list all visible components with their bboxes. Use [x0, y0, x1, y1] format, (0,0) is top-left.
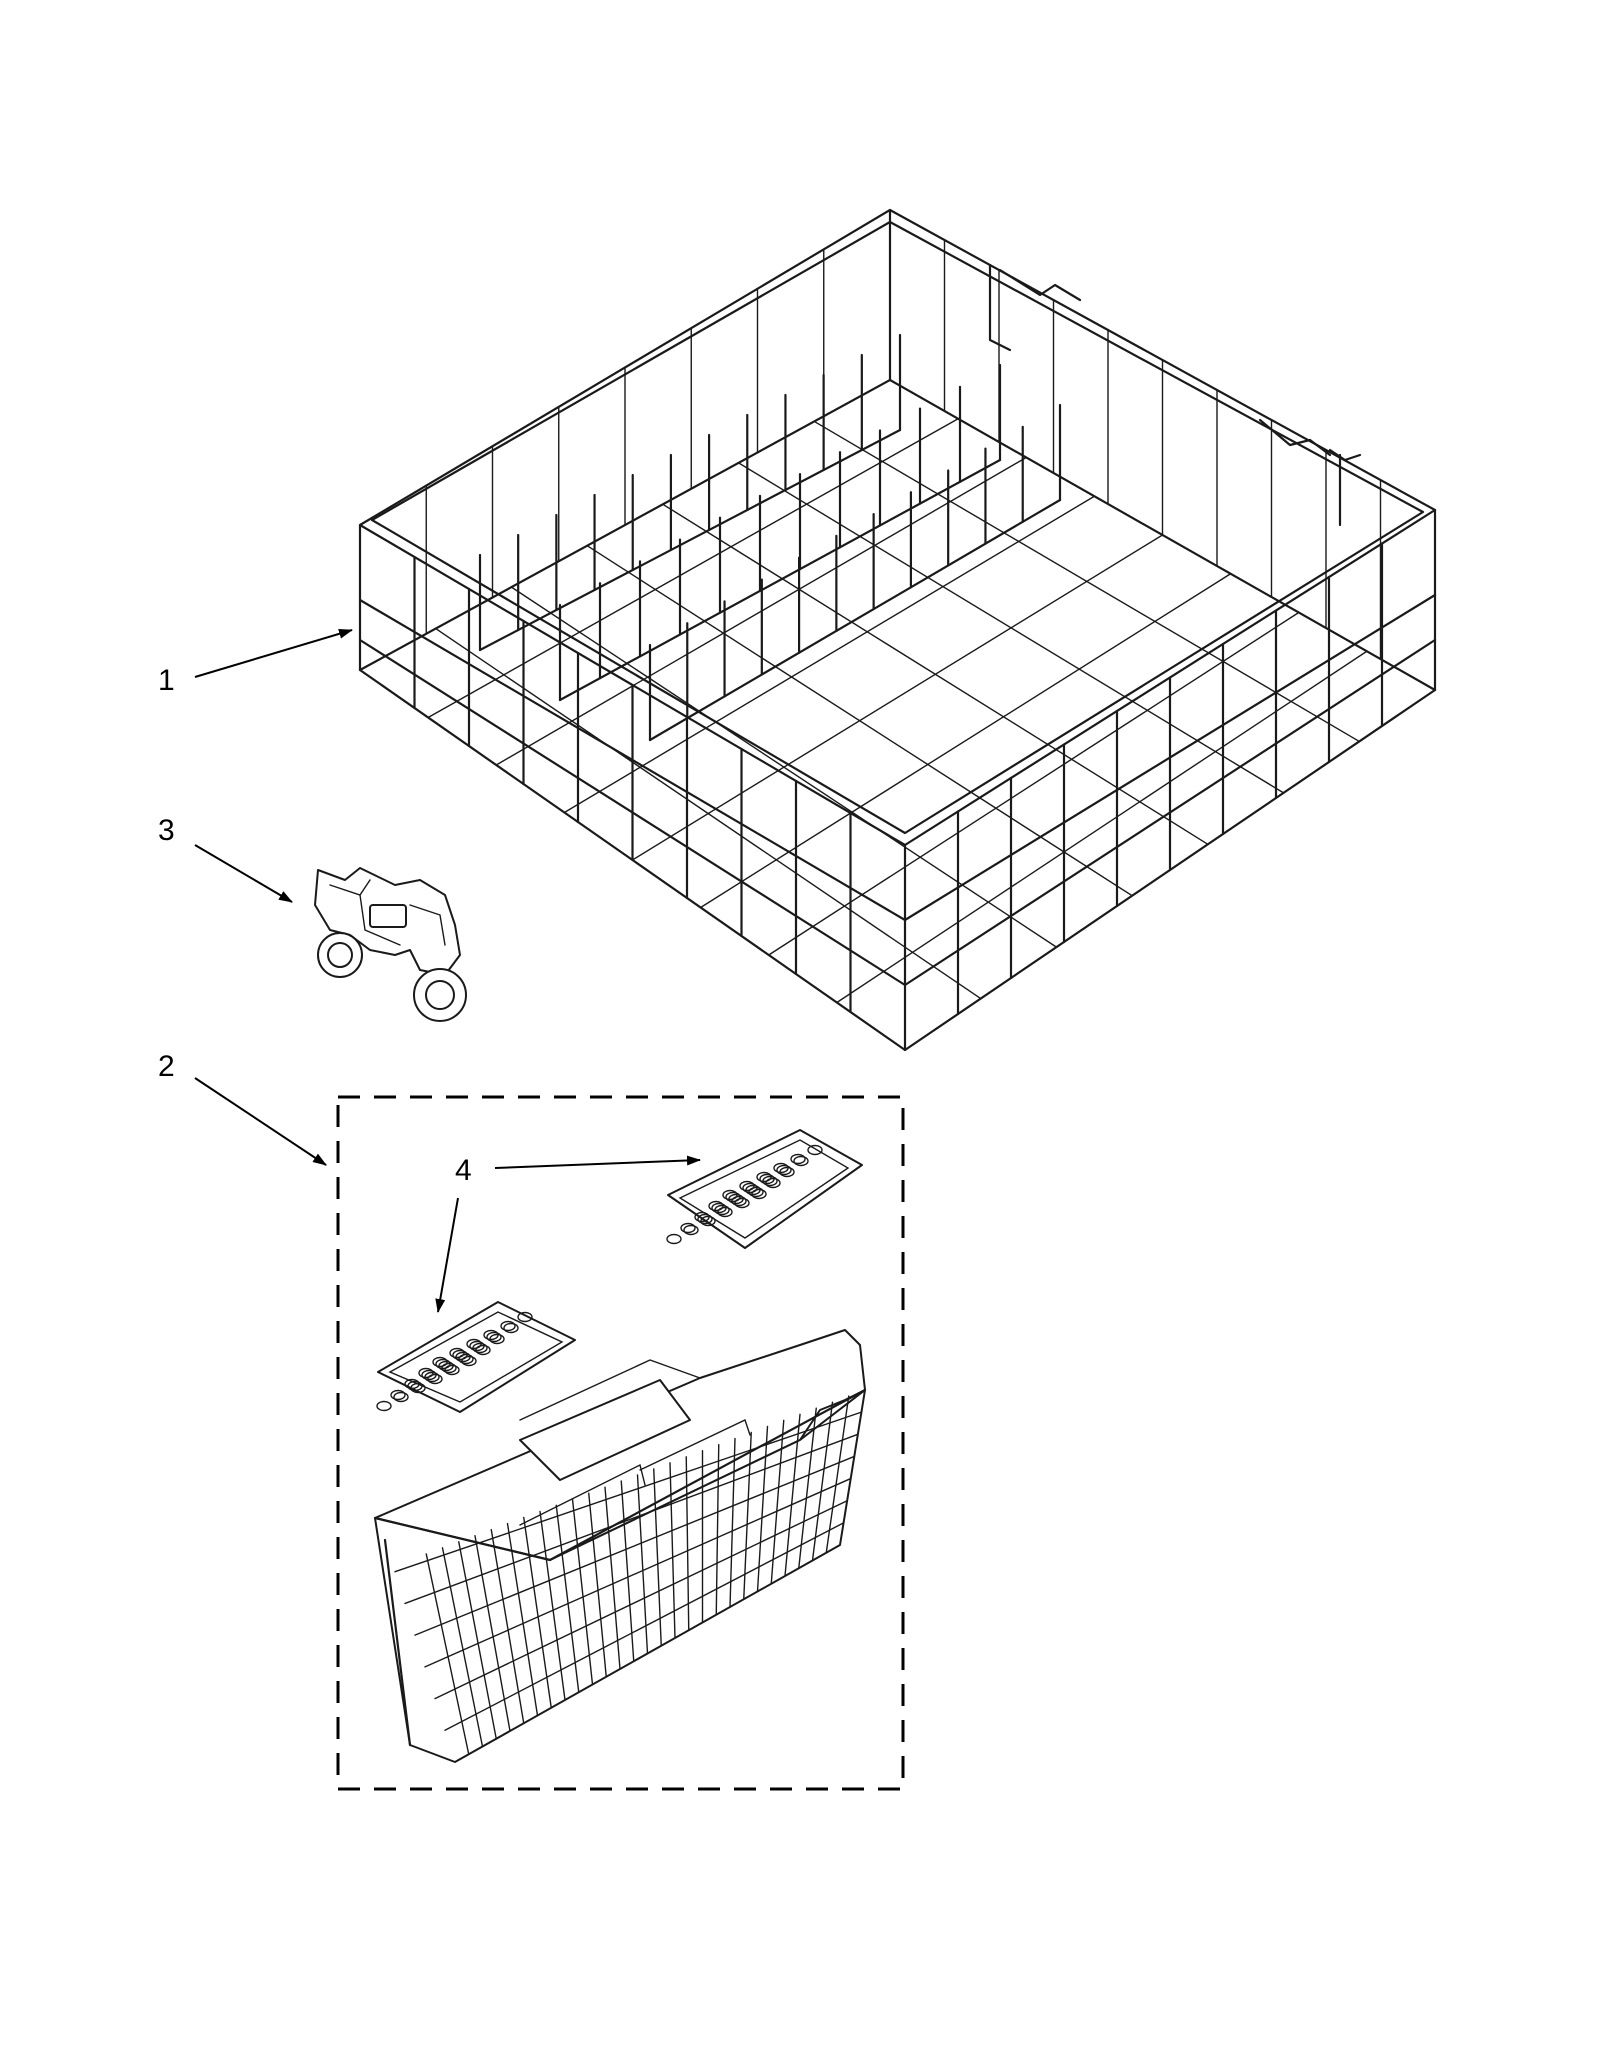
- lower-dishrack: [358, 208, 1437, 1052]
- callout-1[interactable]: 1: [158, 628, 353, 697]
- basket-lid-lower: [376, 1301, 576, 1413]
- silverware-basket: [373, 1329, 867, 1763]
- rack-wheel: [314, 867, 467, 1022]
- callout-2-leader: [194, 1077, 327, 1166]
- basket-lid-upper: [666, 1129, 863, 1249]
- callout-4-leader-a: [494, 1155, 701, 1169]
- callout-3[interactable]: 3: [158, 814, 293, 903]
- assembly-group-box: [336, 1095, 905, 1791]
- callout-1-leader: [194, 628, 353, 678]
- callout-4[interactable]: 4: [435, 1154, 701, 1313]
- callout-4-leader-b: [435, 1197, 459, 1313]
- callout-3-label: 3: [158, 814, 175, 847]
- callout-3-leader: [194, 844, 293, 903]
- callout-4-label: 4: [455, 1154, 472, 1187]
- callout-2[interactable]: 2: [158, 1050, 327, 1166]
- callout-1-label: 1: [158, 664, 175, 697]
- callout-2-label: 2: [158, 1050, 175, 1083]
